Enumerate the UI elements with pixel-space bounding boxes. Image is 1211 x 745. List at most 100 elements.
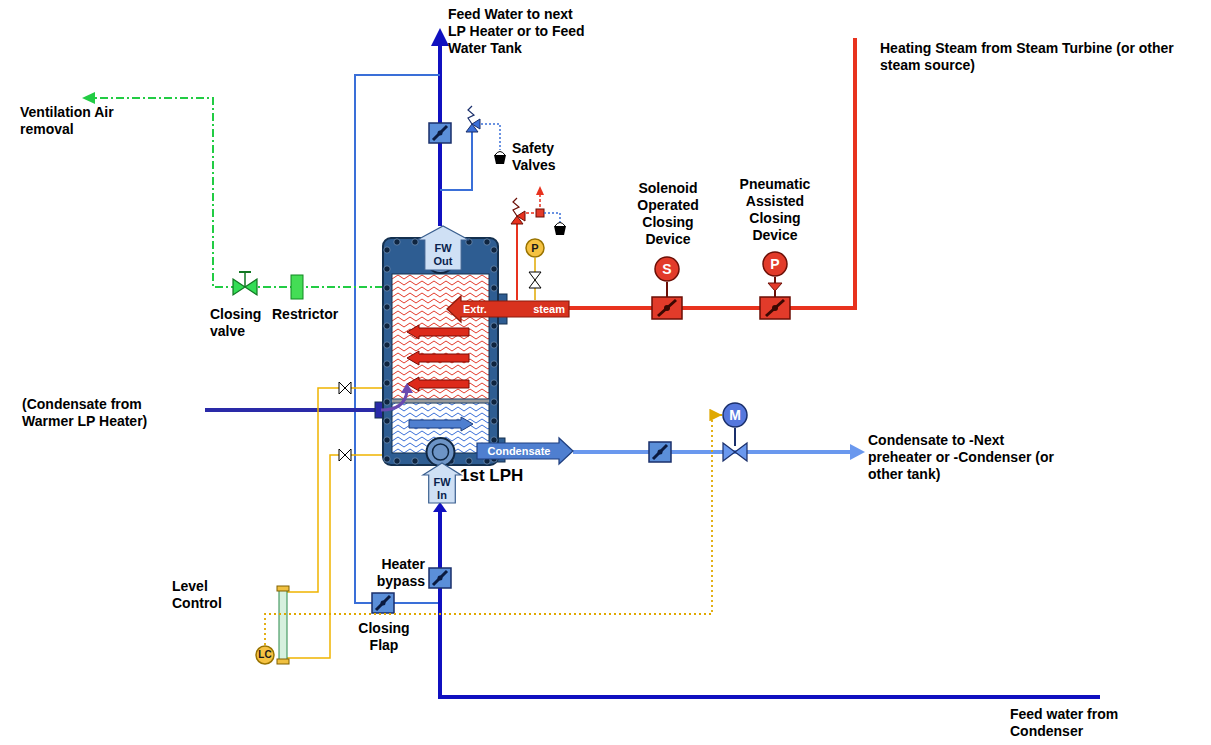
heater-vessel-outline	[491, 323, 497, 329]
heater-vessel-outline	[491, 380, 497, 386]
heater-vessel-outline	[381, 391, 407, 410]
heater-vessel-outline	[491, 361, 497, 367]
instrument-letter: LC	[258, 649, 271, 661]
condensate-inlet-pipe	[205, 410, 376, 411]
heater-vessel-outline	[401, 383, 413, 393]
motor-actuator-outline	[723, 403, 747, 427]
heater-vessel-outline	[384, 323, 390, 329]
control-signal-line	[265, 415, 722, 645]
heater-vessel: 1st LPHFW OutExtr.steamCondensateFW In	[383, 238, 498, 465]
heater-vessel-outline	[491, 285, 497, 291]
heater-vessel-outline	[484, 239, 490, 245]
pipe-label: Heating Steam from Steam Turbine (or oth…	[880, 40, 1200, 74]
heater-vessel-outline	[427, 438, 455, 466]
level-controller-outline	[256, 646, 274, 664]
steam-safety-valve	[554, 223, 566, 236]
part-label: Safety Valves	[512, 140, 574, 174]
feedwater-out-pipe	[429, 123, 451, 143]
heater-vessel-outline	[384, 266, 390, 272]
motor-actuator-text-box: M	[722, 402, 748, 428]
flow-arrow: FW In	[423, 463, 461, 503]
part-label: Restrictor	[272, 306, 352, 323]
steam-arrow-text-box: Extr. steam	[447, 299, 569, 319]
ventilation-line	[82, 92, 95, 104]
water-safety-valve	[440, 132, 472, 190]
heater-vessel-outline	[491, 399, 497, 405]
heater-vessel-outline	[407, 325, 469, 339]
level-gauge	[277, 586, 289, 591]
condensate-arrow: Condensate	[477, 441, 573, 461]
condensate-arrow-text-box: Condensate	[477, 441, 573, 461]
heater-vessel-outline	[384, 247, 390, 253]
steam-pipe	[569, 38, 855, 319]
heater-vessel-outline	[392, 400, 489, 403]
heater-vessel-outline	[394, 239, 400, 245]
heater-vessel-outline	[384, 380, 390, 386]
instrument-letter: M	[729, 407, 741, 423]
level-gauge	[279, 590, 287, 660]
heater-vessel-outline	[412, 458, 418, 464]
feedwater-out-pipe	[429, 28, 451, 226]
heater-vessel-outline	[384, 456, 390, 462]
part-label: Pneumatic Assisted Closing Device	[731, 176, 819, 244]
feedwater-in-pipe	[429, 568, 451, 588]
motor-actuator: M	[722, 402, 748, 428]
steam-safety-valve	[544, 213, 560, 222]
heater-vessel-outline	[384, 399, 390, 405]
heater-vessel-outline	[384, 437, 390, 443]
steam-pipe	[652, 297, 682, 319]
instrument-letter: P	[531, 242, 538, 255]
heater-vessel-outline	[394, 458, 400, 464]
condensate-inlet-pipe	[205, 408, 376, 412]
steam-pipe	[666, 282, 668, 297]
level-gauge	[277, 659, 289, 664]
vessel-name: 1st LPH	[460, 466, 523, 486]
heater-vessel-outline	[384, 342, 390, 348]
heater-vessel-outline	[384, 418, 390, 424]
pressure-gauge-line	[529, 272, 541, 288]
steam-pipe	[760, 297, 790, 319]
part-label: Heater bypass	[363, 556, 425, 590]
heater-vessel-outline	[491, 266, 497, 272]
steam-arrow-outline	[447, 296, 569, 322]
arrow-label: Condensate	[488, 445, 551, 458]
pipe-label: Ventilation Air removal	[20, 104, 130, 138]
feedwater-in-pipe	[429, 502, 1100, 697]
heater-vessel-outline	[491, 342, 497, 348]
heater-vessel-outline	[409, 417, 473, 431]
pneumatic-actuator-text-box: P	[762, 251, 788, 277]
heater-vessel-outline	[466, 458, 472, 464]
level-controller-text-box: LC	[255, 645, 275, 665]
condensate-outlet-pipe	[573, 428, 865, 462]
pressure-indicator-text-box: P	[525, 238, 545, 258]
pipe-label: Condensate to -Next preheater or -Conden…	[868, 432, 1058, 483]
pipe-label: Feed water from Condenser	[1010, 706, 1160, 740]
steam-safety-valve	[513, 198, 519, 216]
water-safety-valve	[468, 106, 474, 124]
condensate-arrow-outline	[477, 438, 573, 464]
heater-vessel-outline	[491, 437, 497, 443]
solenoid-actuator-outline	[655, 257, 679, 281]
condensate-outlet-pipe	[649, 442, 671, 462]
flow-arrow-outline	[417, 226, 469, 270]
heater-vessel-outline	[384, 361, 390, 367]
arrow-label: steam	[533, 303, 565, 316]
arrow-label: Extr.	[463, 303, 487, 316]
heater-vessel-outline	[433, 444, 449, 460]
water-safety-valve	[472, 119, 480, 129]
water-safety-valve	[440, 106, 506, 190]
level-gauge	[339, 449, 351, 461]
solenoid-actuator: S	[654, 256, 680, 282]
flow-arrow-outline	[423, 463, 461, 503]
condensate-outlet-pipe	[734, 428, 736, 446]
solenoid-actuator-text-box: S	[654, 256, 680, 282]
ventilation-line	[291, 275, 303, 299]
pipe-label: (Condensate from Warmer LP Heater)	[22, 396, 197, 430]
condensate-outlet-pipe	[850, 444, 865, 460]
arrow-label: FW In	[429, 476, 456, 502]
ventilation-line	[244, 272, 246, 287]
heater-vessel-outline	[491, 247, 497, 253]
heater-vessel-outline	[383, 238, 498, 465]
